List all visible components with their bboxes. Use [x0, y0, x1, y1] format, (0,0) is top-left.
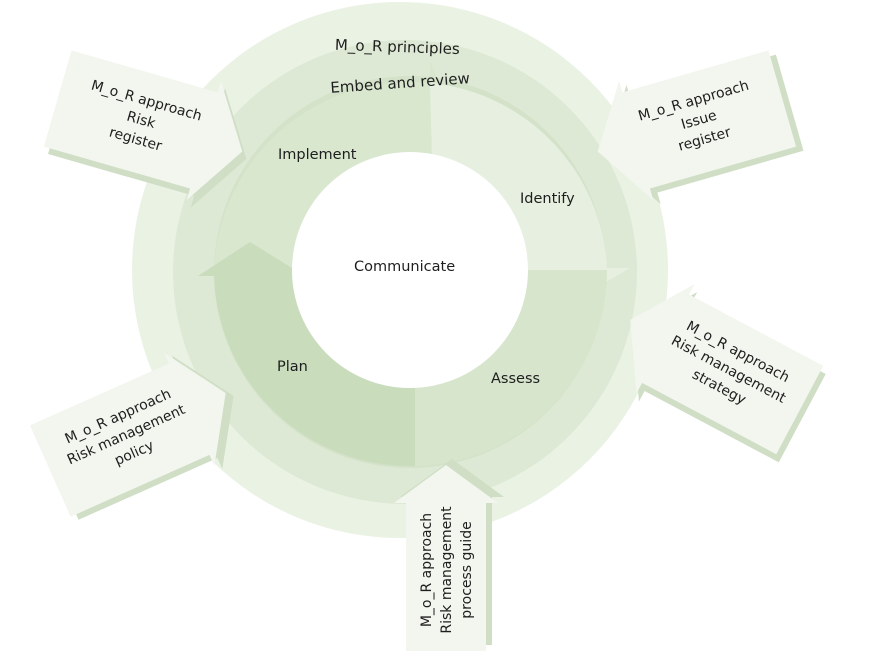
identify-arrow [430, 83, 630, 300]
step-identify-label: Identify [520, 191, 575, 207]
callout-risk-register: M_o_R approach Risk register [43, 50, 247, 208]
callout-process-guide-line2: Risk management [439, 506, 455, 634]
callout-process-guide: M_o_R approach Risk management process g… [394, 459, 504, 651]
center-communicate-label: Communicate [354, 259, 455, 275]
callout-strategy: M_o_R approach Risk management strategy [630, 283, 826, 463]
callout-issue-register: M_o_R approach Issue register [597, 50, 804, 205]
step-plan-label: Plan [277, 359, 308, 375]
center-hub [292, 152, 528, 388]
callout-process-guide-line1: M_o_R approach [419, 513, 435, 627]
callout-process-guide-line3: process guide [459, 521, 475, 618]
callout-risk-register-line2: Risk [125, 109, 158, 133]
plan-arrow [198, 242, 415, 467]
step-assess-label: Assess [491, 371, 540, 387]
implement-arrow [214, 60, 455, 270]
principles-label: M_o_R principles [335, 36, 461, 59]
step-implement-label: Implement [278, 147, 357, 163]
assess-arrow [375, 270, 607, 466]
